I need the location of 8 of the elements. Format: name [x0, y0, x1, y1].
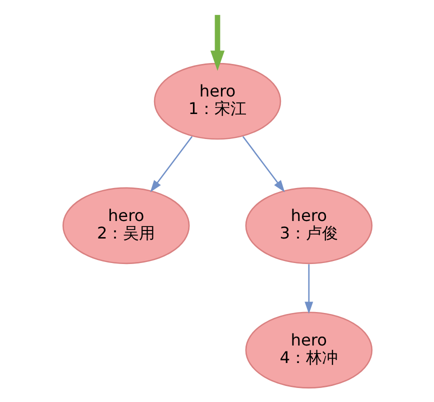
- arrow: [210, 14, 224, 71]
- arrow: [150, 136, 192, 192]
- arrow: [242, 136, 284, 192]
- node-ellipse: hero 3：卢俊: [244, 187, 372, 264]
- node-ellipse: hero 1：宋江: [153, 62, 281, 140]
- node-ellipse: hero 4：林冲: [244, 312, 372, 388]
- node-ellipse: hero 2：吴用: [62, 187, 190, 264]
- arrow: [304, 264, 313, 314]
